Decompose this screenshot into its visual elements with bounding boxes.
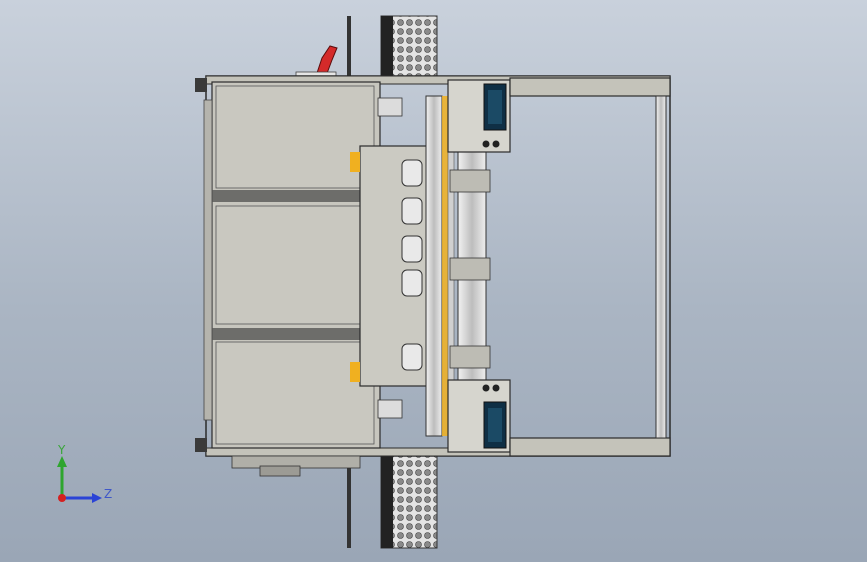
conveyor-top <box>347 15 438 79</box>
z-axis-label: Z <box>104 487 112 501</box>
hinge-plate <box>231 455 361 477</box>
guide-rails <box>425 95 491 437</box>
control-panel-top <box>447 79 511 153</box>
red-handle <box>295 45 338 79</box>
control-panel-bottom <box>447 379 511 453</box>
conveyor-bottom <box>347 455 438 549</box>
head-module <box>350 97 429 419</box>
right-extension-frame <box>509 77 671 457</box>
x-axis-origin <box>58 494 66 502</box>
axis-triad: Y Z <box>57 443 112 503</box>
y-axis-label: Y <box>57 443 66 457</box>
left-housing <box>203 81 381 449</box>
